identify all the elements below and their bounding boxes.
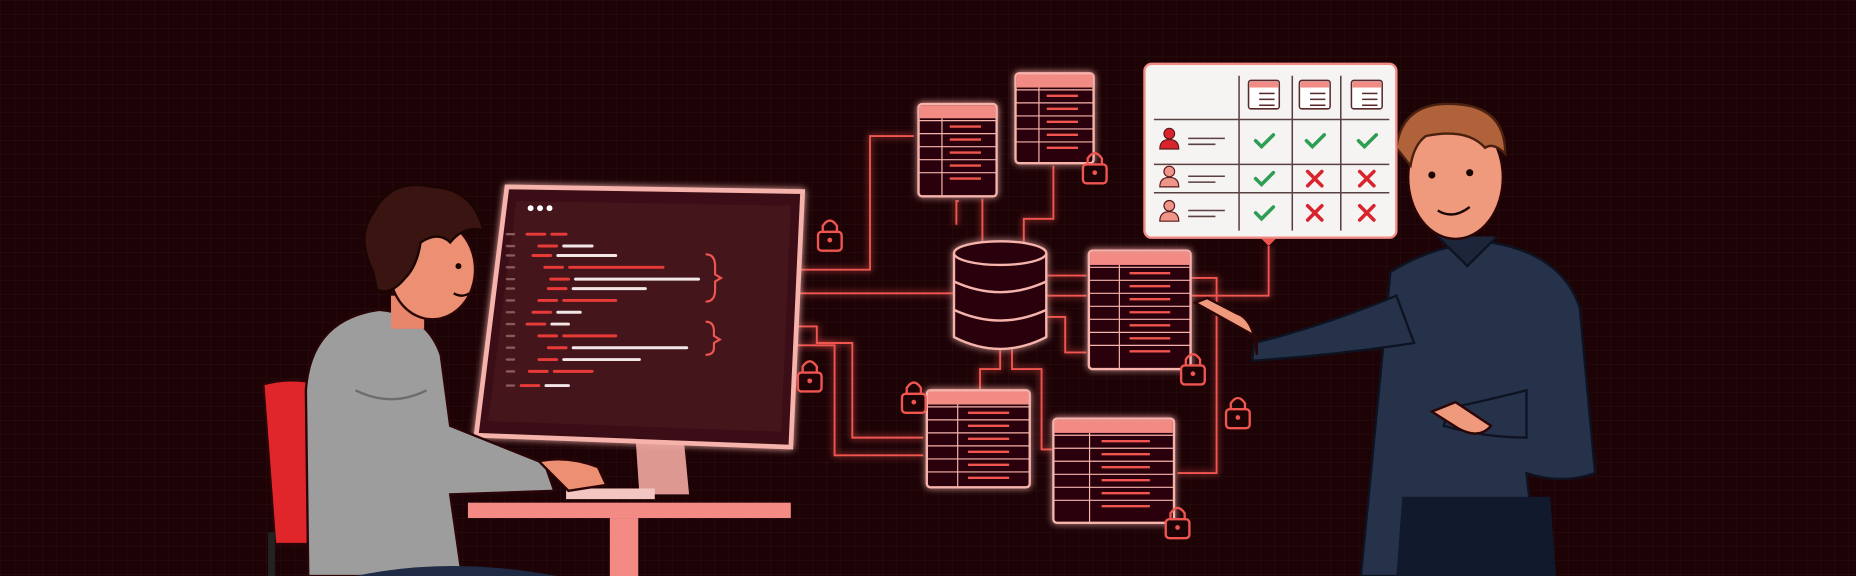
table-icon [917, 102, 998, 198]
check-icon [1356, 133, 1379, 150]
locks [796, 152, 1251, 540]
lock-icon [900, 381, 927, 414]
lock-icon [1081, 152, 1108, 185]
table-icon [1087, 249, 1192, 371]
check-icon [1253, 205, 1276, 222]
user-icon [1159, 127, 1180, 150]
table-icon [1298, 79, 1331, 110]
check-icon [1253, 133, 1276, 150]
hair [1395, 102, 1507, 169]
developer [262, 183, 609, 576]
lock-icon [1179, 353, 1206, 386]
user-icon [1159, 165, 1180, 188]
permission-matrix [1143, 62, 1398, 247]
lock-icon [1224, 396, 1251, 430]
user-icon [1159, 199, 1180, 222]
cross-icon [1357, 169, 1376, 188]
pointing-hand [1192, 296, 1258, 355]
lock-icon [1164, 506, 1191, 540]
database-tables [917, 72, 1192, 524]
curly-hair [363, 183, 485, 293]
table-icon [1014, 72, 1095, 165]
table-icon [1247, 79, 1281, 110]
pointing-arm [1250, 294, 1416, 363]
presenter [1192, 102, 1597, 576]
lock-icon [816, 219, 843, 252]
desk [467, 502, 791, 576]
hoodie [304, 308, 556, 576]
cross-icon [1357, 204, 1376, 222]
table-icon [1350, 79, 1383, 110]
cross-icon [1305, 204, 1324, 222]
database-icon [952, 240, 1048, 351]
table-icon [925, 389, 1031, 489]
hands [536, 458, 609, 493]
window-dots [527, 205, 553, 212]
table-icon [1052, 417, 1176, 524]
cross-icon [1305, 169, 1324, 188]
check-icon [1304, 133, 1326, 150]
code-editor [505, 232, 701, 388]
lock-icon [796, 360, 823, 393]
monitor [473, 184, 806, 500]
check-icon [1253, 170, 1276, 188]
